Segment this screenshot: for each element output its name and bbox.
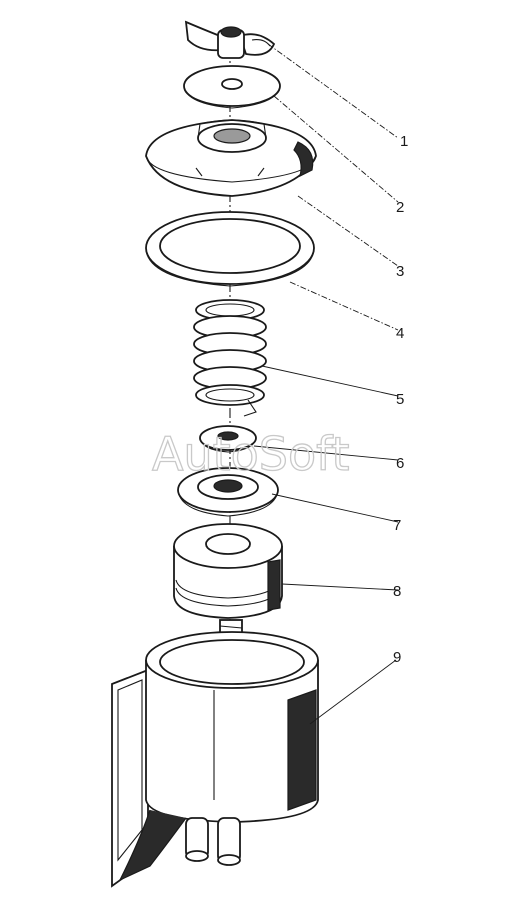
part-1-wing-nut — [184, 20, 276, 59]
part-5-spring — [193, 299, 267, 417]
leader-1 — [267, 43, 399, 139]
leader-6 — [253, 445, 399, 461]
part-8-valve-seat — [173, 523, 283, 619]
part-7-valve-disc — [177, 467, 279, 517]
callout-5: 5 — [396, 391, 404, 408]
callout-7: 7 — [393, 517, 401, 534]
callout-3: 3 — [396, 263, 404, 280]
callout-4: 4 — [396, 325, 404, 342]
part-9-housing — [111, 631, 319, 888]
callout-9: 9 — [393, 649, 401, 666]
part-3-cover-cap — [145, 119, 317, 197]
leader-lines — [253, 43, 399, 725]
callout-6: 6 — [396, 455, 404, 472]
callout-8: 8 — [393, 583, 401, 600]
callout-labels: 1 2 3 4 5 6 7 8 9 — [393, 133, 408, 666]
part-4-gasket-ring — [145, 211, 315, 287]
callout-1: 1 — [400, 133, 408, 150]
leader-4 — [289, 281, 399, 331]
callout-2: 2 — [396, 199, 404, 216]
watermark-text: AutoSoft — [152, 427, 350, 481]
leader-8 — [281, 583, 399, 591]
leader-7 — [271, 493, 399, 523]
leader-2 — [273, 95, 399, 203]
part-2-washer — [183, 65, 281, 109]
leader-3 — [297, 195, 399, 267]
leader-5 — [261, 365, 399, 397]
leader-9 — [309, 659, 397, 725]
part-6-small-washer — [199, 425, 257, 453]
